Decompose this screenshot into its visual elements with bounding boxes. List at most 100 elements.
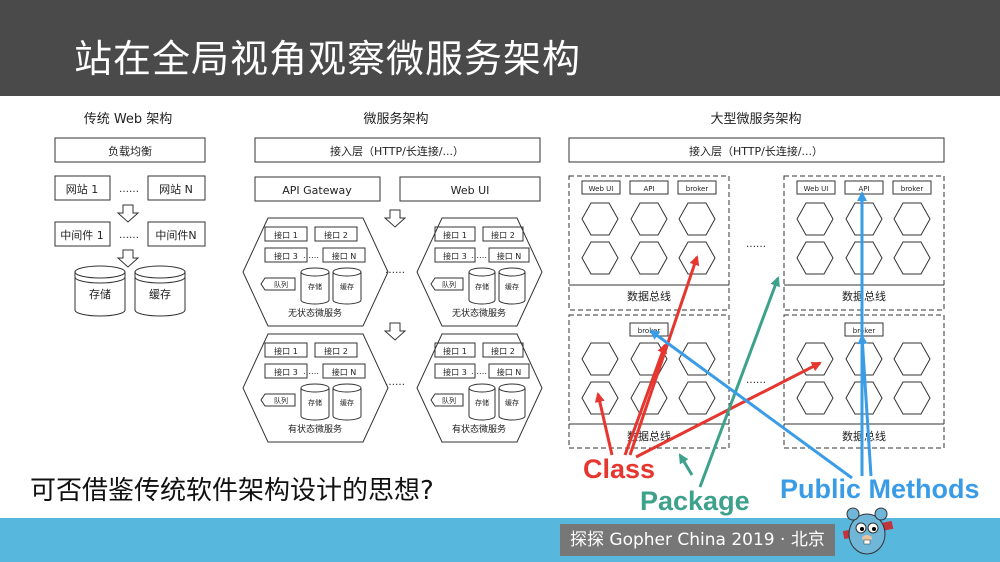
middlewareN-label: 中间件N xyxy=(155,229,196,242)
queue-label: 队列 xyxy=(274,280,288,289)
cache-label: 缓存 xyxy=(505,282,519,291)
interface-dots: …… xyxy=(303,251,319,260)
service-cluster: Web UI API broker 数据总线 xyxy=(783,175,945,311)
webui-label: Web UI xyxy=(804,185,829,193)
interface3-label: 接口 3 xyxy=(274,367,298,377)
site-ellipsis: …… xyxy=(119,184,139,195)
cluster-dots: …… xyxy=(746,239,766,250)
interfaceN-label: 接口 N xyxy=(497,251,522,261)
stateless-label: 无状态微服务 xyxy=(452,307,506,319)
data-bus-label: 数据总线 xyxy=(842,429,886,443)
service-cluster: broker 数据总线 xyxy=(568,314,730,449)
store-label: 存储 xyxy=(475,398,489,407)
interface-dots: …… xyxy=(471,251,487,260)
api-label: API xyxy=(858,185,869,193)
down-arrow-icon xyxy=(383,209,407,228)
queue-label: 队列 xyxy=(274,396,288,405)
interface-dots: …… xyxy=(471,367,487,376)
down-arrow-icon xyxy=(116,249,140,268)
traditional-architecture: 传统 Web 架构 负载均衡 网站 1 …… 网站 N 中间件 1 …… 中间件… xyxy=(54,112,206,317)
store-label: 存储 xyxy=(308,398,322,407)
interface3-label: 接口 3 xyxy=(274,251,298,261)
package-arrows xyxy=(678,276,780,488)
down-arrow-icon xyxy=(383,322,407,341)
large-access-layer-label: 接入层（HTTP/长连接/...） xyxy=(689,145,823,158)
broker-label: broker xyxy=(686,185,709,193)
webui-box xyxy=(399,176,541,202)
load-balancer-box xyxy=(54,137,206,163)
interface2-label: 接口 2 xyxy=(491,230,515,240)
storage-cylinder-icon xyxy=(74,265,126,317)
middleware-ellipsis: …… xyxy=(119,230,139,241)
broker-label: broker xyxy=(901,185,924,193)
broker-label: broker xyxy=(853,327,876,335)
interfaceN-label: 接口 N xyxy=(332,251,357,261)
interface1-label: 接口 1 xyxy=(443,346,467,356)
class-arrows xyxy=(594,255,822,459)
stateful-label: 有状态微服务 xyxy=(288,423,342,435)
conference-label: 探探 Gopher China 2019 · 北京 xyxy=(560,524,835,556)
service-dots: …… xyxy=(385,377,405,388)
service-dots: …… xyxy=(385,265,405,276)
storage-label: 存储 xyxy=(89,287,111,301)
data-bus-label: 数据总线 xyxy=(627,289,671,303)
interface2-label: 接口 2 xyxy=(324,230,348,240)
webui-label: Web UI xyxy=(589,185,614,193)
broker-label: broker xyxy=(638,327,661,335)
traditional-title: 传统 Web 架构 xyxy=(84,112,173,127)
access-layer-box xyxy=(254,137,541,163)
middleware1-label: 中间件 1 xyxy=(60,229,104,242)
store-label: 存储 xyxy=(475,282,489,291)
large-microservice-architecture: 大型微服务架构 接入层（HTTP/长连接/...） Web UI API bro… xyxy=(568,111,945,449)
public-methods-label: Public Methods xyxy=(780,474,980,504)
service-hexagon-icons xyxy=(796,202,931,275)
site1-box xyxy=(54,175,111,201)
stateless-label: 无状态微服务 xyxy=(288,307,342,319)
interfaceN-label: 接口 N xyxy=(332,367,357,377)
stateless-service-hexagon: 接口 1 接口 2 接口 3 …… 接口 N 队列 存储 缓存 无状态微服务 xyxy=(242,217,389,327)
load-balancer-label: 负载均衡 xyxy=(108,144,152,158)
service-hexagon-icons xyxy=(581,202,716,275)
interfaceN-label: 接口 N xyxy=(497,367,522,377)
slide-title: 站在全局视角观察微服务架构 xyxy=(74,37,582,81)
interface2-label: 接口 2 xyxy=(491,346,515,356)
cache-cylinder-icon xyxy=(332,267,362,305)
class-label: Class xyxy=(583,454,656,484)
queue-label: 队列 xyxy=(442,280,456,289)
interface1-label: 接口 1 xyxy=(274,230,298,240)
storage-cylinder-icon xyxy=(468,267,496,305)
title-bar xyxy=(0,0,1000,96)
queue-label: 队列 xyxy=(442,396,456,405)
stateful-service-hexagon: 接口 1 接口 2 接口 3 …… 接口 N 队列 存储 缓存 有状态微服务 xyxy=(242,333,389,443)
site1-label: 网站 1 xyxy=(66,182,99,196)
microservice-title: 微服务架构 xyxy=(363,111,428,127)
access-layer-label: 接入层（HTTP/长连接/...） xyxy=(330,145,464,158)
storage-cylinder-icon xyxy=(300,267,330,305)
api-gateway-box xyxy=(254,176,381,202)
large-title: 大型微服务架构 xyxy=(710,111,801,127)
stateful-service-hexagon: 接口 1 接口 2 接口 3 …… 接口 N 队列 存储 缓存 有状态微服务 xyxy=(416,333,543,443)
interface-dots: …… xyxy=(303,367,319,376)
cache-label: 缓存 xyxy=(505,398,519,407)
siteN-box xyxy=(147,175,206,201)
interface1-label: 接口 1 xyxy=(443,230,467,240)
middleware1-box xyxy=(54,221,111,247)
cache-label: 缓存 xyxy=(340,282,354,291)
api-gateway-label: API Gateway xyxy=(282,184,352,197)
interface3-label: 接口 3 xyxy=(443,367,467,377)
stateful-label: 有状态微服务 xyxy=(452,423,506,435)
middlewareN-box xyxy=(147,221,206,247)
api-label: API xyxy=(643,185,654,193)
package-label: Package xyxy=(640,486,750,516)
webui-label: Web UI xyxy=(451,184,490,197)
cluster-dots: …… xyxy=(746,375,766,386)
cache-label: 缓存 xyxy=(340,398,354,407)
cache-cylinder-icon xyxy=(332,383,362,421)
interface1-label: 接口 1 xyxy=(274,346,298,356)
siteN-label: 网站 N xyxy=(159,182,193,196)
cache-cylinder-icon xyxy=(498,267,526,305)
cache-cylinder-icon xyxy=(134,265,186,317)
service-hexagon-icons xyxy=(581,342,716,415)
stateless-service-hexagon: 接口 1 接口 2 接口 3 …… 接口 N 队列 存储 缓存 无状态微服务 xyxy=(416,217,543,327)
